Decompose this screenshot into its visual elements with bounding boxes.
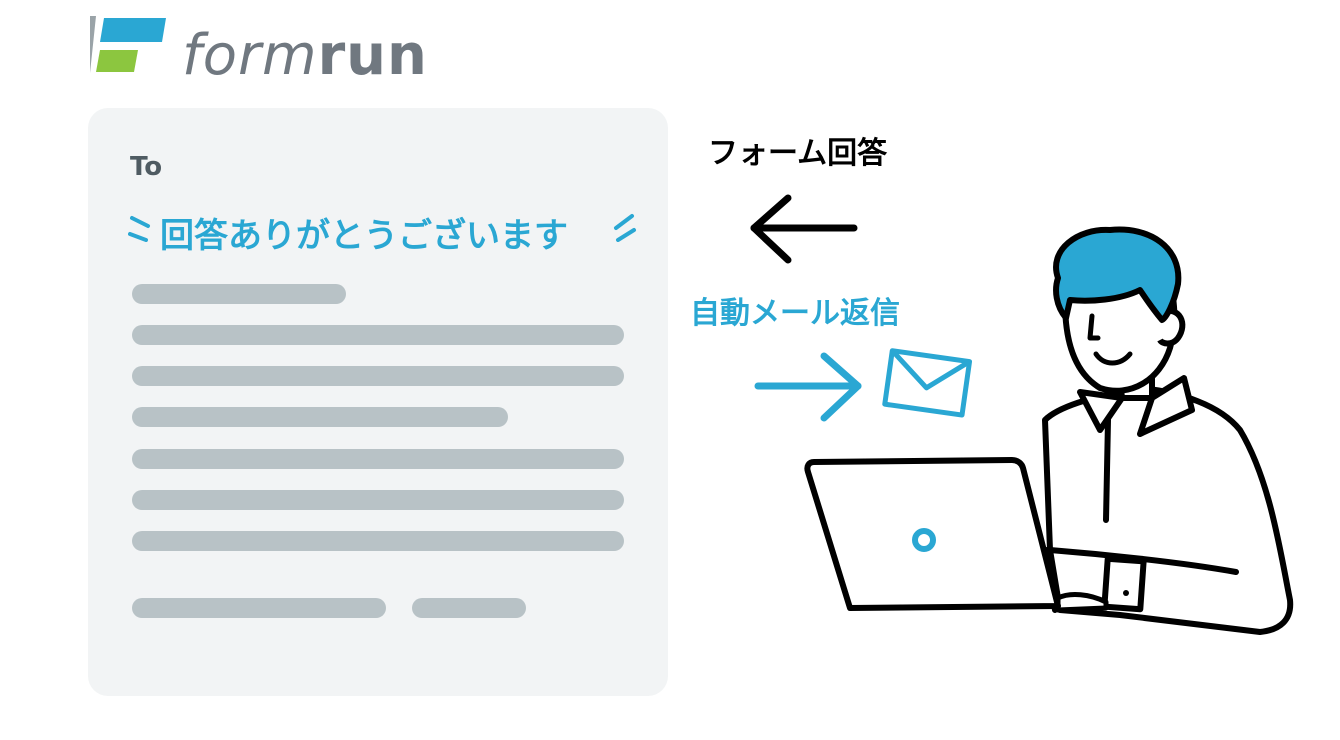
sparkle-right-icon [614, 214, 636, 242]
placeholder-line [132, 531, 624, 551]
auto-reply-label: 自動メール返信 [690, 296, 900, 331]
collar-right [1137, 375, 1195, 437]
placeholder-line [412, 598, 526, 618]
placeholder-line [132, 325, 624, 345]
sparkle-left-icon [128, 216, 150, 242]
placeholder-line [132, 407, 508, 427]
logo-text-run: run [317, 23, 428, 88]
logo-text-form: form [182, 23, 318, 88]
email-preview-card: To 回答ありがとうございます [88, 108, 668, 696]
laptop-logo-icon [912, 528, 936, 552]
flag-logo-icon [90, 16, 166, 90]
placeholder-line [132, 598, 386, 618]
logo-wordmark: formrun [182, 24, 428, 88]
person-laptop-illustration [804, 226, 1294, 635]
thanks-text: 回答ありがとうございます [160, 216, 568, 256]
arrow-left-icon [750, 194, 858, 264]
thanks-heading: 回答ありがとうございます [128, 204, 648, 256]
form-answer-label: フォーム回答 [708, 136, 888, 171]
placeholder-line [132, 449, 624, 469]
hair [1053, 226, 1182, 323]
formrun-logo: formrun [90, 16, 430, 92]
arrow-right-icon [754, 352, 862, 422]
envelope-icon [882, 348, 973, 418]
placeholder-line [132, 490, 624, 510]
to-label: To [130, 152, 163, 182]
collar-left [1077, 389, 1125, 433]
placeholder-line [132, 284, 346, 304]
placeholder-line [132, 366, 624, 386]
